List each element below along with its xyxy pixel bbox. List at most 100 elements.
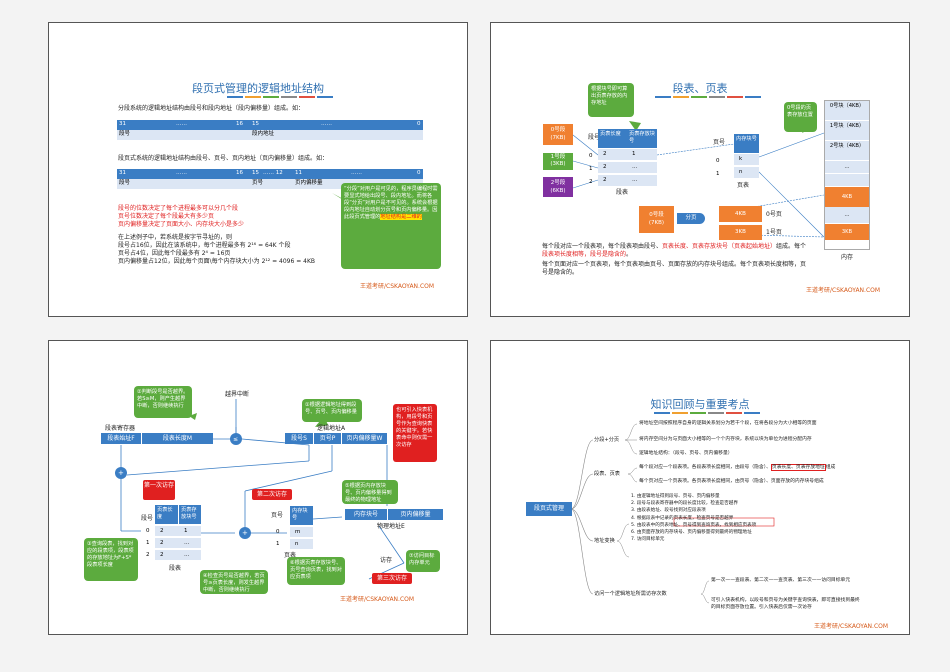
callout-pointer	[332, 193, 353, 206]
memory-label: 内存	[841, 254, 854, 261]
color-bar	[654, 412, 762, 414]
note-offset-bits: 页内偏移量决定了页面大小、内存块大小是多少	[118, 221, 245, 228]
slide-title: 知识回顾与重要考点	[650, 398, 750, 411]
brand-watermark: 王道考研/CSKAOYAN.COM	[340, 596, 415, 603]
step: 5. 由段表中的页表地址、页号得到查询页表，找到相应页表项	[631, 522, 757, 528]
table-row	[155, 550, 201, 560]
memory-block: …	[825, 161, 869, 174]
cell: …	[184, 540, 190, 546]
color-bar	[227, 96, 335, 98]
cell: 2	[603, 164, 607, 170]
mindmap-lines	[570, 423, 775, 604]
step-2-note: ②判断段号是否越界。若S≥M，则产生越界中断，否则继续执行	[134, 386, 192, 418]
example-line: 段号占16位，因此在该系统中，每个进程最多有 2¹⁶ = 64K 个段	[118, 242, 291, 249]
leaf: 每个段对应一个段表项。各段表项长度相同，由段号（隐含）、页表长度、页表存放地址组…	[639, 464, 835, 472]
brand-watermark: 王道考研/CSKAOYAN.COM	[814, 623, 889, 630]
slide-segment-and-page-tables[interactable]: 段表、页表 根据块号即可算出页表存放的内存地址 0号段的页表存放位置 0号段 (…	[490, 22, 910, 317]
slide-segment-page-address-structure[interactable]: 段页式管理的逻辑地址结构 分段系统的逻辑地址结构由段号和段内地址（段内偏移量）组…	[48, 22, 468, 317]
seg-index: 2	[146, 552, 150, 558]
cell: n	[739, 169, 743, 175]
tlb-note: 也可引入快表机构，用段号和页号作为查询快表的关键字。若快表命中则仅需一次访存	[393, 404, 437, 462]
desc-highlight: 段表项长度相等，段号是隐含的	[542, 251, 627, 258]
out-of-bounds-interrupt: 越界中断	[225, 391, 250, 398]
branch-memory-accesses: 访问一个逻辑地址所需访存次数	[594, 591, 667, 597]
col-page-table-block: 页表存放块号	[627, 129, 657, 148]
page-table-label: 页表	[284, 552, 297, 559]
col-page-number: 页号	[713, 139, 726, 146]
note-segment-bits: 段号的位数决定了每个进程最多可以分几个段	[118, 205, 239, 212]
desc-text: 每个段对应一个段表项，每个段表项由段号、	[542, 243, 663, 250]
tip-segment0-pagetable: 0号段的页表存放位置	[784, 102, 817, 132]
memory-access-label: 访存	[380, 557, 393, 564]
example-line: 在上述例子中，若系统是按字节寻址的，则	[118, 234, 233, 241]
memory-block: 2号块（4KB）	[825, 141, 869, 161]
table-row	[598, 149, 657, 160]
translation-steps: 1. 由逻辑地址得到段号、页号、页内偏移量 2. 段号与段表寄存器中的段长度比较…	[631, 493, 756, 543]
segment-table-register-label: 段表寄存器	[105, 425, 136, 432]
cell: …	[632, 177, 638, 183]
cell: 2	[603, 177, 607, 183]
step-4-note: ④检查页号是否越界，若页号≥页表长度，则发生越界中断，否则继续执行	[200, 570, 268, 594]
step-6-note: ⑥根据页表存放块号、页号查询页表，找到对应页表项	[287, 557, 345, 585]
bit-ellipsis: ……	[176, 121, 187, 127]
col-page-table-length: 页表长度	[155, 505, 178, 524]
leaf: 将内存空间分为与页面大小相等的一个个内存块，系统以块为单位为进程分配内存	[639, 437, 812, 442]
leaf: 可引入快表机构，以段号和页号为关键字查询快表，即可直接找到最终的目标页面存放位置…	[711, 598, 860, 610]
cell: k	[739, 156, 743, 162]
paging-arrow: 分页	[677, 213, 705, 224]
svg-text:+: +	[118, 469, 124, 477]
field-row	[117, 179, 423, 189]
color-bar	[655, 96, 763, 98]
memory-block: 1号块（4KB）	[825, 121, 869, 141]
callout-text: “分段”对用户是可见的，程序员编程时需要显式地给出段号、段内地址。而将各段“分页…	[344, 186, 438, 213]
col-segment-number: 段号	[588, 134, 601, 141]
slide-title: 段表、页表	[672, 82, 728, 95]
table-row	[734, 167, 759, 178]
desc-text: 。	[626, 251, 633, 258]
step: 1. 由逻辑地址得到段号、页号、页内偏移量	[631, 494, 720, 499]
slide-title: 段页式管理的逻辑地址结构	[192, 82, 324, 95]
bit-header	[117, 169, 423, 179]
first-memory-access: 第一次访存	[143, 480, 175, 500]
step-highlighted: 4. 根据段表中记录的页表长度，检查页号是否越界	[631, 515, 734, 521]
field-offset: 段内地址	[252, 131, 275, 137]
memory-block	[825, 174, 869, 187]
memory-block: …	[825, 207, 869, 224]
table-row	[290, 539, 313, 549]
callout-highlight: 地址结构是二维的	[380, 214, 422, 220]
bit-31: 31	[119, 121, 126, 127]
branch-tables: 段表、页表	[594, 471, 620, 477]
col-page-table-length: 页表长度	[598, 129, 627, 148]
desc-highlight: 地址）	[758, 243, 777, 250]
segment-2: 2号段 (6KB)	[543, 177, 573, 197]
segment-table-length: 段表长度M	[142, 433, 213, 444]
desc-highlight: 页表长度、页表存放块号（页表起始	[662, 243, 759, 250]
page-0-block: 4KB	[719, 206, 762, 222]
leaf: 每个页对应一个页表项。各页表项长度相同，由页号（隐含）、页面存放的内存块号组成	[639, 479, 824, 484]
cell: …	[184, 552, 190, 558]
step: 2. 段号与段表寄存器中的段长度比较，检查是否越界	[631, 501, 738, 507]
seg-index: 1	[146, 540, 150, 546]
table-row	[155, 526, 201, 536]
third-memory-access: 第三次访存	[372, 573, 412, 584]
memory-block-page1: 3KB	[825, 224, 869, 240]
step: 3. 由段表始址、段号找到对应段表项	[631, 508, 706, 514]
segment-0-large: 0号段 (7KB)	[639, 206, 674, 233]
step-3-note: ③查询段表，找到对应的段表项，段表项的存放地址为F+S*段表项长度	[84, 538, 138, 581]
memory-block-page0: 4KB	[825, 187, 869, 207]
field-row	[117, 130, 423, 140]
page-index: 1	[276, 541, 280, 547]
page-index: 1	[716, 171, 720, 177]
page-1-label: 1号页	[766, 229, 782, 236]
field-page-p: 页号P	[314, 433, 341, 444]
example-line: 页号占4位，因此每个段最多有 2⁴ = 16页	[118, 250, 231, 257]
cell: 2	[160, 540, 164, 546]
slide-address-translation[interactable]: ≤ + + ②判断段号是否越界。若S≥M，则产生越界中断，否则继续执行 越界中断…	[48, 340, 468, 635]
callout-text: 因此段页式管理的	[344, 207, 438, 220]
step: 6. 由页面存放的内存块号、页内偏移量得到最终的物理地址	[631, 530, 752, 536]
seg-index: 0	[589, 153, 593, 159]
cell: 1	[184, 528, 188, 534]
slide-knowledge-review[interactable]: 知识回顾与重要考点 段页式管理 分段+分页 将地址空间按照程序自身的逻辑关系划分…	[490, 340, 910, 635]
field-offset: 页内偏移量	[295, 180, 323, 186]
cell: n	[295, 541, 299, 547]
